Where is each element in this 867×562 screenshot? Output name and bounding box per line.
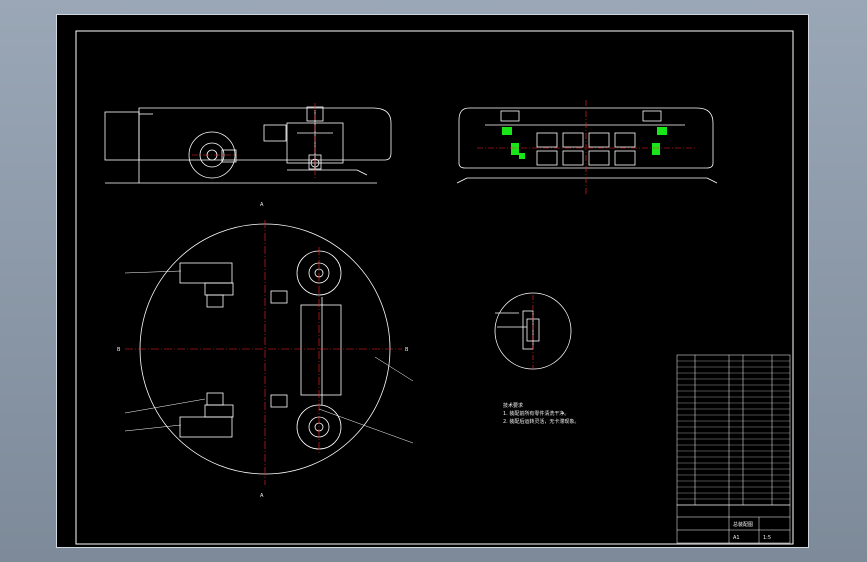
- assembly-drawing: A A B B 技术要求 1. 装配前所有零件清洗干净。 2. 装配后运转灵活，…: [75, 30, 794, 545]
- plan-view-centerlines: [125, 220, 402, 485]
- title-block-scale: 1:5: [763, 535, 771, 541]
- parts-list: [676, 354, 791, 506]
- section-mark-b-right: B: [405, 347, 409, 353]
- side-elevation-left-centerlines: [192, 103, 316, 180]
- notes-heading: 技术要求: [503, 402, 523, 409]
- notes-item-2: 2. 装配后运转灵活，无卡滞现象。: [503, 418, 579, 425]
- section-mark-b-left: B: [117, 347, 121, 353]
- notes-item-1: 1. 装配前所有零件清洗干净。: [503, 410, 569, 417]
- sheet-frame: [75, 30, 794, 545]
- side-elevation-left: [104, 106, 392, 184]
- title-block: [676, 504, 791, 544]
- front-elevation-highlights: [502, 127, 667, 159]
- leader-lines: [124, 270, 414, 444]
- title-block-drawing-title: 总装配图: [733, 521, 753, 528]
- title-block-sheet: A1: [733, 535, 740, 541]
- parts-list-rows: [677, 360, 790, 500]
- front-elevation-centerlines: [477, 100, 697, 195]
- section-mark-a-top: A: [260, 202, 264, 208]
- cad-viewport[interactable]: A A B B 技术要求 1. 装配前所有零件清洗干净。 2. 装配后运转灵活，…: [56, 14, 809, 548]
- front-elevation-right: [456, 107, 718, 184]
- section-mark-a-bottom: A: [260, 493, 264, 499]
